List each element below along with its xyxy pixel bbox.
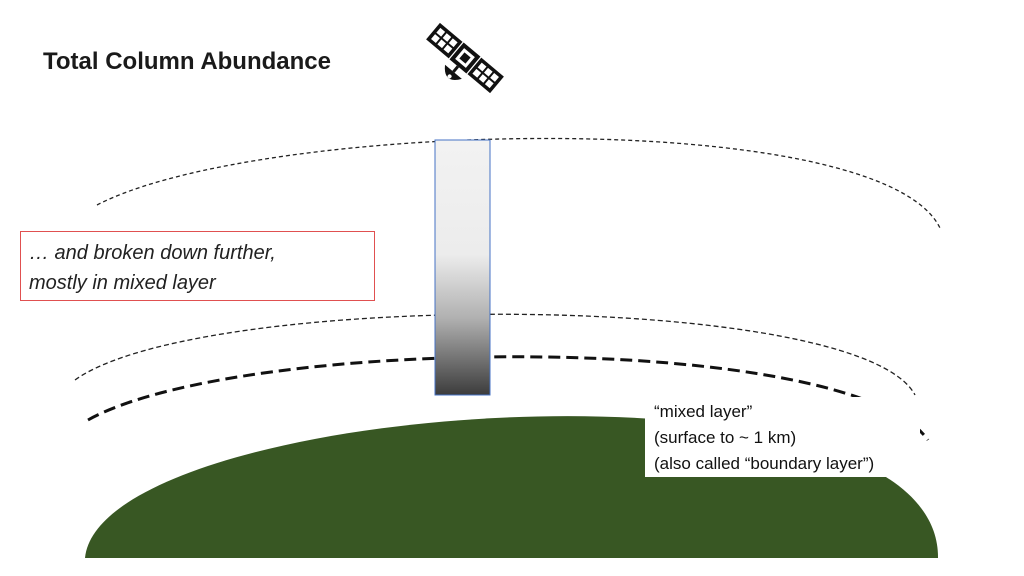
broken-down-callout-line-1: … and broken down further,: [29, 242, 276, 264]
mixed-layer-callout: “mixed layer” (surface to ~ 1 km) (also …: [645, 397, 920, 477]
broken-down-callout: … and broken down further, mostly in mix…: [20, 231, 375, 301]
top-of-atmosphere-arc: [96, 137, 941, 229]
satellite-icon: [426, 22, 504, 94]
page-title: Total Column Abundance: [43, 48, 331, 75]
broken-down-callout-line-2: mostly in mixed layer: [29, 272, 216, 294]
mixed-layer-callout-line-3: (also called “boundary layer”): [654, 454, 875, 473]
mixed-layer-callout-line-2: (surface to ~ 1 km): [654, 428, 797, 447]
atmospheric-column: [434, 139, 491, 396]
upper-layer-arc: [74, 313, 916, 396]
mixed-layer-callout-line-1: “mixed layer”: [654, 402, 753, 421]
mixed-layer-arc: [87, 355, 930, 441]
